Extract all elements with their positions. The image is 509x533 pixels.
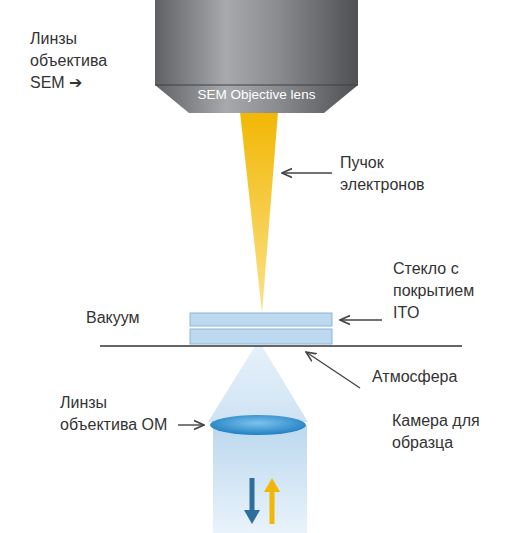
atmosphere-label: Атмосфера bbox=[372, 366, 492, 388]
ito-glass-bottom bbox=[190, 329, 332, 344]
om-lens-label: Линзы объектива OM bbox=[60, 392, 175, 436]
glass-label: Стекло с покрытием ITO bbox=[393, 258, 488, 324]
light-column bbox=[213, 425, 307, 533]
beam-label: Пучок электронов bbox=[340, 152, 440, 196]
sem-lens-label: Линзы объектива SEM ➔ bbox=[30, 28, 126, 94]
vacuum-boundary bbox=[100, 345, 462, 346]
lens-outline bbox=[155, 0, 358, 113]
leader-arrow bbox=[178, 424, 204, 425]
om-lens bbox=[210, 415, 306, 435]
down-arrow-shaft bbox=[250, 478, 255, 512]
lens-label: SEM Objective lens bbox=[155, 86, 358, 104]
lens-edge bbox=[155, 85, 358, 86]
up-arrow-shaft bbox=[270, 490, 275, 524]
leader-arrow bbox=[306, 352, 360, 388]
electron-beam bbox=[240, 112, 278, 313]
chamber-label: Камера для образца bbox=[392, 410, 502, 454]
up-arrow-head bbox=[264, 478, 280, 492]
leader-arrow bbox=[282, 172, 332, 173]
light-cone bbox=[208, 346, 308, 422]
down-arrow-head bbox=[244, 510, 260, 524]
vacuum-label: Вакуум bbox=[86, 307, 176, 329]
ito-glass-top bbox=[190, 313, 332, 326]
objective-lens: SEM Objective lens bbox=[155, 0, 358, 113]
leader-arrow bbox=[340, 319, 382, 320]
